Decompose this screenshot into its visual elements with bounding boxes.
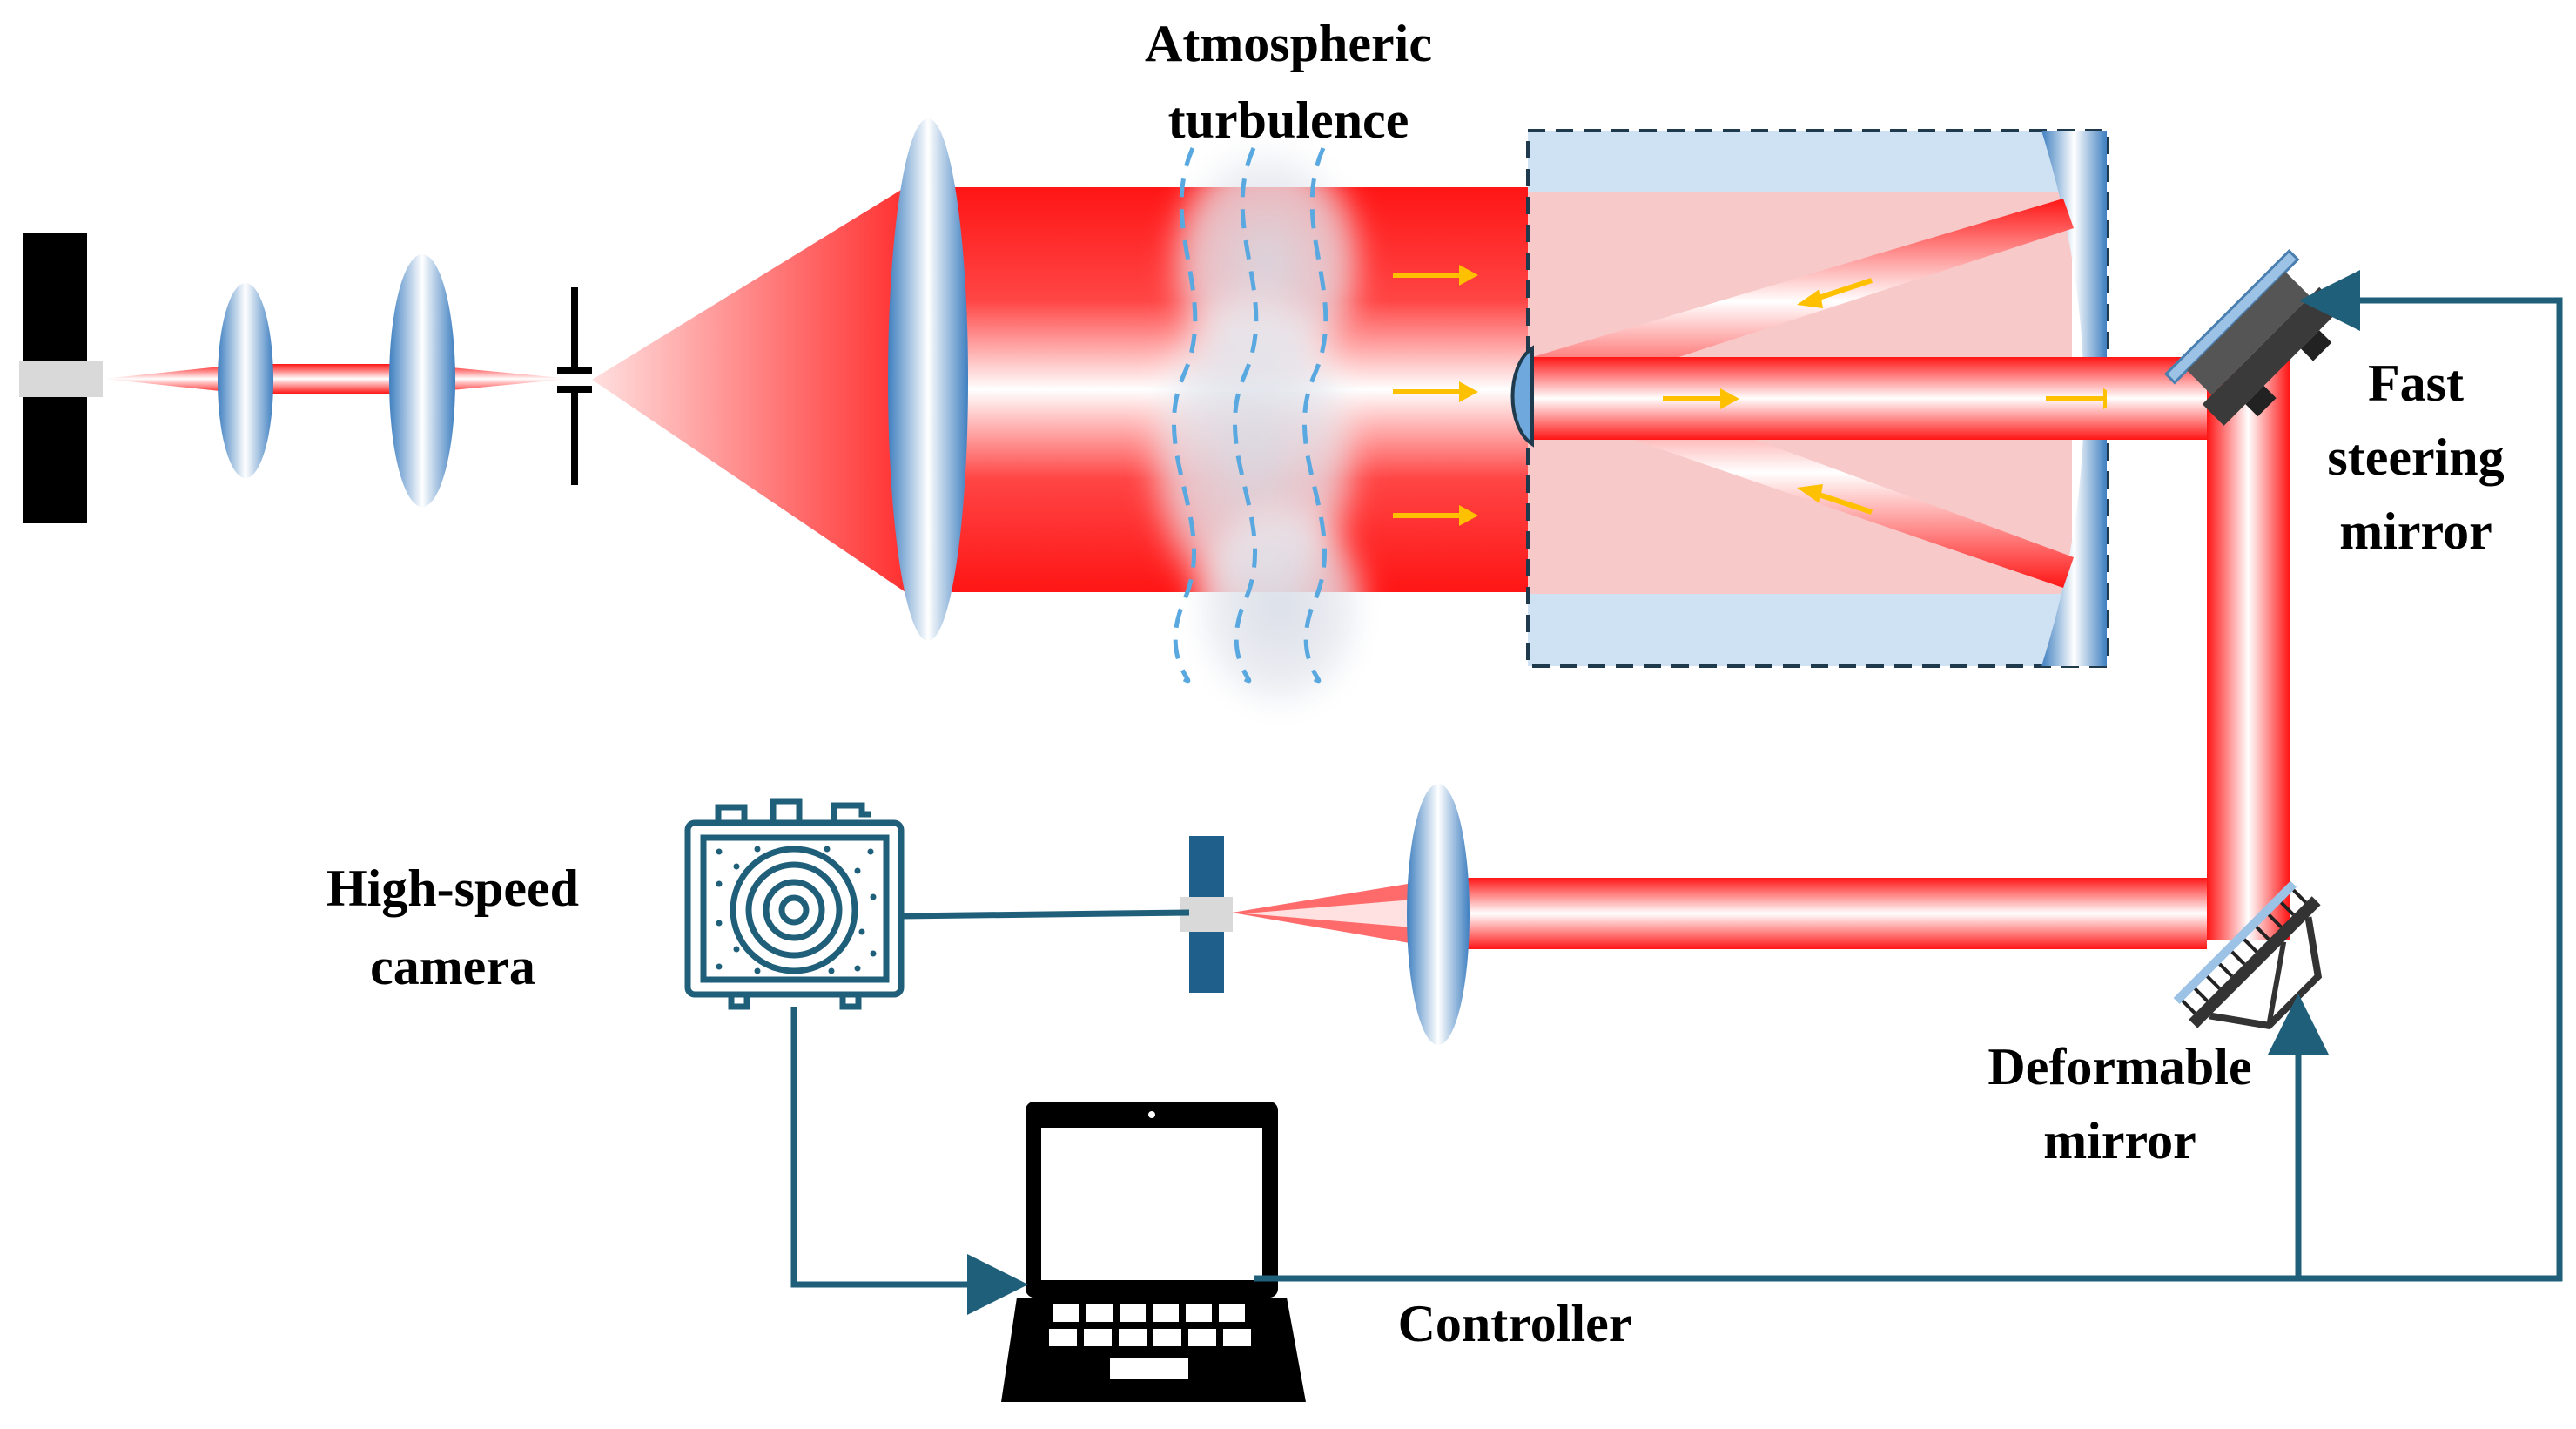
input-beam-cone <box>103 364 245 394</box>
turbulence-label-line2: turbulence <box>1168 91 1409 149</box>
collimating-lens <box>888 118 968 641</box>
laser-aperture <box>19 361 103 397</box>
dm-label-line2: mirror <box>2043 1112 2196 1169</box>
pinhole <box>557 287 592 485</box>
camera-label-line1: High-speed <box>326 859 579 917</box>
lens-1 <box>218 283 273 478</box>
beam-arrows <box>1393 265 1478 526</box>
fsm-label-line3: mirror <box>2339 502 2492 560</box>
telescope <box>1510 129 2207 668</box>
fsm-label-line1: Fast <box>2368 354 2464 412</box>
camera-texture-dots <box>716 846 877 974</box>
dm-label-line1: Deformable <box>1987 1038 2251 1095</box>
high-speed-camera-icon <box>684 798 905 1010</box>
return-beam <box>1445 878 2207 949</box>
control-wires <box>790 270 2563 1315</box>
controller-laptop-icon <box>1001 1102 1306 1402</box>
beam-expander-beam <box>245 364 415 394</box>
turbulence-dashes <box>1171 146 1328 684</box>
camera-link <box>900 909 1190 920</box>
lens-2 <box>389 254 455 507</box>
controller-label: Controller <box>1398 1295 1632 1352</box>
fsm-label-line2: steering <box>2327 428 2504 486</box>
vertical-beam <box>2207 357 2290 940</box>
expanding-cone <box>592 187 905 592</box>
secondary-mirror <box>1510 345 1534 448</box>
deformable-mirror <box>2173 880 2323 1030</box>
camera-label-line2: camera <box>370 938 535 995</box>
imaging-lens <box>1407 784 1470 1045</box>
turbulence-label-line1: Atmospheric <box>1145 15 1432 72</box>
turbulence-cloud <box>1140 131 1375 723</box>
primary-mirror <box>2041 131 2107 666</box>
